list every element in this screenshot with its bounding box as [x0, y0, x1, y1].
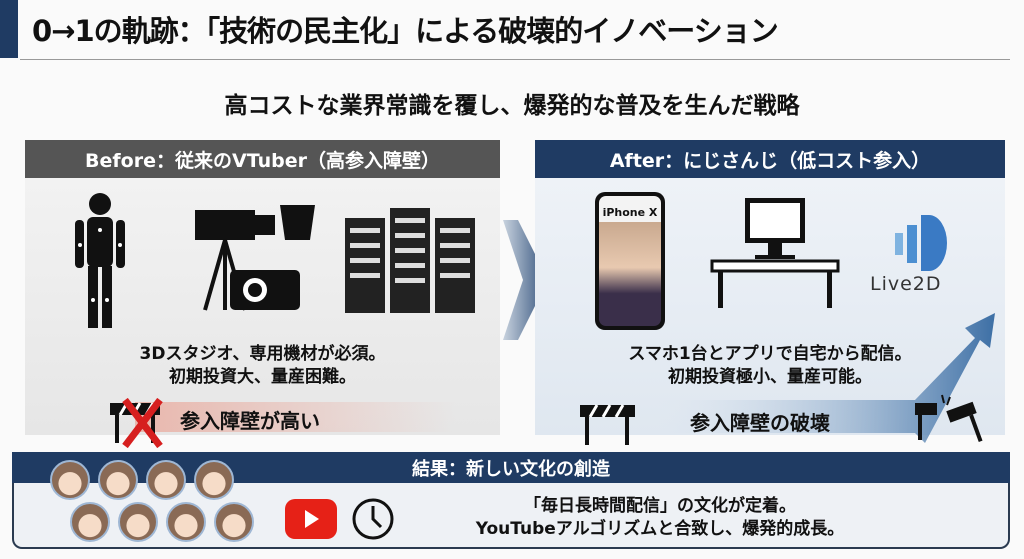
mocap-suit-icon	[75, 193, 125, 328]
before-desc-line1: 3Dスタジオ、専用機材が必須。	[139, 344, 386, 364]
avatar	[118, 502, 158, 542]
title-divider	[20, 59, 1010, 60]
phone-label: iPhone X	[599, 196, 661, 326]
live2d-logo-icon	[895, 215, 947, 271]
before-header: Before：従来のVTuber（高参入障壁）	[25, 140, 500, 178]
breakthrough-arrow-icon	[655, 313, 995, 443]
after-header: After：にじさんじ（低コスト参入）	[535, 140, 1005, 178]
camera-equipment-icon	[195, 205, 315, 311]
after-barrier-label: 参入障壁の破壊	[690, 411, 830, 435]
barrier-icon	[580, 404, 635, 445]
avatar	[50, 460, 90, 500]
avatar	[70, 502, 110, 542]
transition-arrow-icon	[503, 220, 548, 340]
after-panel: iPhone X Live2D スマホ1台とアプリで自宅から配信。 初期投資極小…	[535, 178, 1005, 445]
desk-computer-icon	[710, 198, 840, 308]
title-accent-bar	[0, 0, 18, 58]
before-desc-line2: 初期投資大、量産困難。	[169, 367, 356, 387]
avatar	[166, 502, 206, 542]
result-line1: 「毎日長時間配信」の文化が定着。	[524, 496, 796, 516]
avatar	[214, 502, 254, 542]
before-barrier-band	[135, 402, 455, 432]
live2d-label: Live2D	[870, 273, 942, 295]
broken-barrier-icon	[915, 394, 983, 443]
youtube-icon	[285, 499, 337, 539]
after-desc-line2: 初期投資極小、量産可能。	[668, 367, 872, 387]
server-rack-icon	[345, 208, 475, 313]
result-line2: YouTubeアルゴリズムと合致し、爆発的成長。	[475, 519, 845, 539]
avatar	[146, 460, 186, 500]
vtuber-avatars	[50, 460, 270, 555]
avatar	[98, 460, 138, 500]
before-description: 3Dスタジオ、専用機材が必須。 初期投資大、量産困難。	[25, 343, 500, 389]
after-description: スマホ1台とアプリで自宅から配信。 初期投資極小、量産可能。	[535, 343, 1005, 389]
clock-icon	[352, 498, 394, 540]
after-desc-line1: スマホ1台とアプリで自宅から配信。	[628, 344, 912, 364]
before-barrier-label: 参入障壁が高い	[180, 409, 320, 433]
subtitle: 高コストな業界常識を覆し、爆発的な普及を生んだ戦略	[224, 93, 800, 119]
avatar	[194, 460, 234, 500]
before-panel: 3Dスタジオ、専用機材が必須。 初期投資大、量産困難。 参入障壁が高い	[25, 178, 500, 448]
smartphone-icon: iPhone X	[595, 192, 665, 330]
page-title: 0→1の軌跡：「技術の民主化」による破壊的イノベーション	[32, 14, 779, 48]
barrier-crossed-icon	[110, 398, 163, 448]
result-description: 「毎日長時間配信」の文化が定着。 YouTubeアルゴリズムと合致し、爆発的成長…	[400, 495, 920, 541]
